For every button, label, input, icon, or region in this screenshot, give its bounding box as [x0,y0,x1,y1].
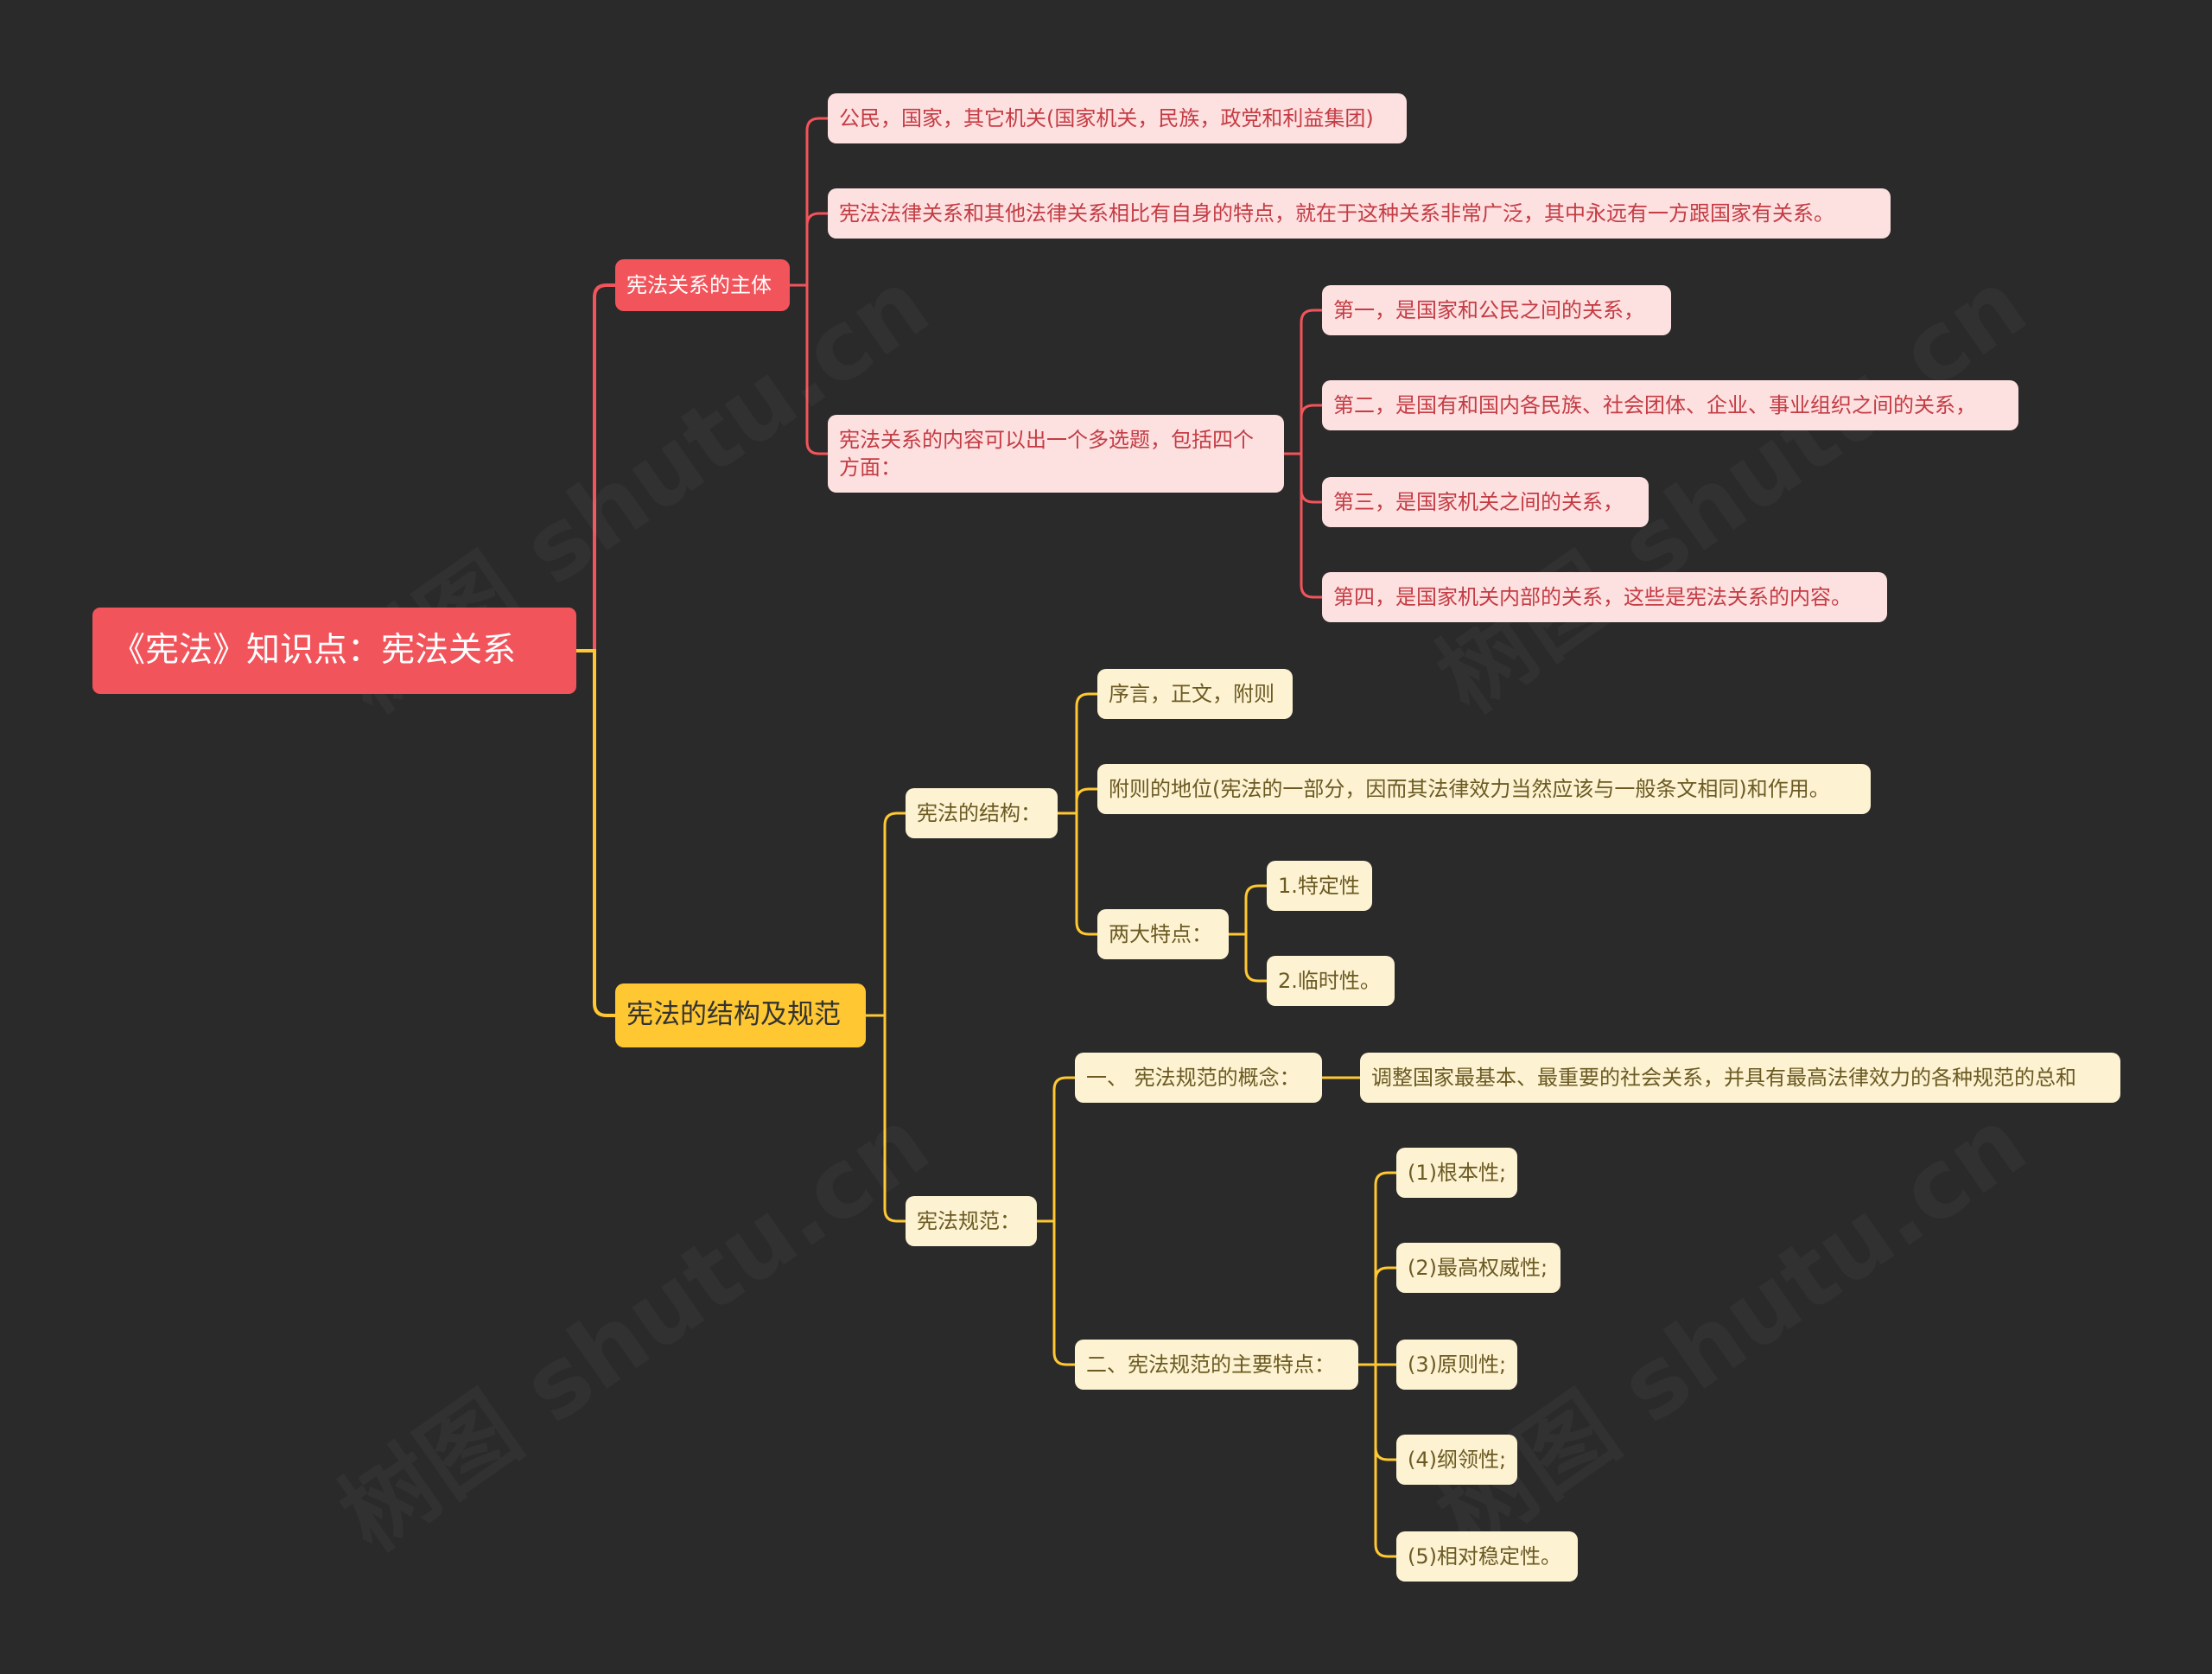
connector-line [788,117,830,287]
subject-item-four-aspects[interactable]: 宪法关系的内容可以出一个多选题，包括四个方面： [828,415,1284,493]
norms-node[interactable]: 宪法规范： [906,1196,1037,1246]
connector-line [1035,1219,1077,1366]
aspect-item[interactable]: 第三，是国家机关之间的关系， [1322,477,1649,527]
connector-line [1056,692,1099,815]
connector-line [1227,932,1268,983]
trait-item[interactable]: (4)纲领性; [1396,1435,1517,1485]
trait-item[interactable]: (3)原则性; [1396,1340,1517,1390]
connector-line [575,649,617,1017]
features-node[interactable]: 两大特点： [1097,909,1229,959]
connector-line [1357,1363,1398,1558]
norm-concept-text[interactable]: 调整国家最基本、最重要的社会关系，并具有最高法律效力的各种规范的总和 [1360,1053,2120,1103]
connector-line [1282,452,1324,599]
norm-concept-node[interactable]: 一、 宪法规范的概念： [1075,1053,1322,1103]
connector-line [1035,1076,1077,1223]
connector-line [1056,787,1099,815]
branch-constitution-structure-norms[interactable]: 宪法的结构及规范 [615,983,866,1047]
connector-line [1282,404,1324,455]
connector-line [1056,812,1099,936]
aspect-item[interactable]: 第四，是国家机关内部的关系，这些是宪法关系的内容。 [1322,572,1887,622]
feature-item[interactable]: 1.特定性 [1267,861,1372,911]
trait-item[interactable]: (5)相对稳定性。 [1396,1531,1578,1582]
connector-line [1227,884,1268,936]
aspect-item[interactable]: 第二，是国有和国内各民族、社会团体、企业、事业组织之间的关系， [1322,380,2018,430]
connector-line [864,812,907,1017]
connector-line [575,283,617,652]
connector-line [1282,309,1324,455]
connector-line [1282,452,1324,504]
trait-item[interactable]: (2)最高权威性; [1396,1243,1560,1293]
connector-line [1357,1266,1398,1366]
structure-item[interactable]: 序言，正文，附则 [1097,669,1293,719]
connector-line [788,283,830,455]
aspect-item[interactable]: 第一，是国家和公民之间的关系， [1322,285,1671,335]
connector-line [1357,1171,1398,1366]
norm-traits-node[interactable]: 二、宪法规范的主要特点： [1075,1340,1358,1390]
connector-line [788,212,830,287]
connector-line [1357,1363,1398,1461]
branch-constitutional-relation-subject[interactable]: 宪法关系的主体 [615,259,790,311]
structure-item[interactable]: 附则的地位(宪法的一部分，因而其法律效力当然应该与一般条文相同)和作用。 [1097,764,1871,814]
connector-line [864,1014,907,1223]
structure-node[interactable]: 宪法的结构： [906,788,1058,838]
root-topic[interactable]: 《宪法》知识点：宪法关系 [92,608,576,694]
trait-item[interactable]: (1)根本性; [1396,1148,1517,1198]
subject-item[interactable]: 公民，国家，其它机关(国家机关，民族，政党和利益集团) [828,93,1407,143]
feature-item[interactable]: 2.临时性。 [1267,956,1395,1006]
subject-item[interactable]: 宪法法律关系和其他法律关系相比有自身的特点，就在于这种关系非常广泛，其中永远有一… [828,188,1891,239]
